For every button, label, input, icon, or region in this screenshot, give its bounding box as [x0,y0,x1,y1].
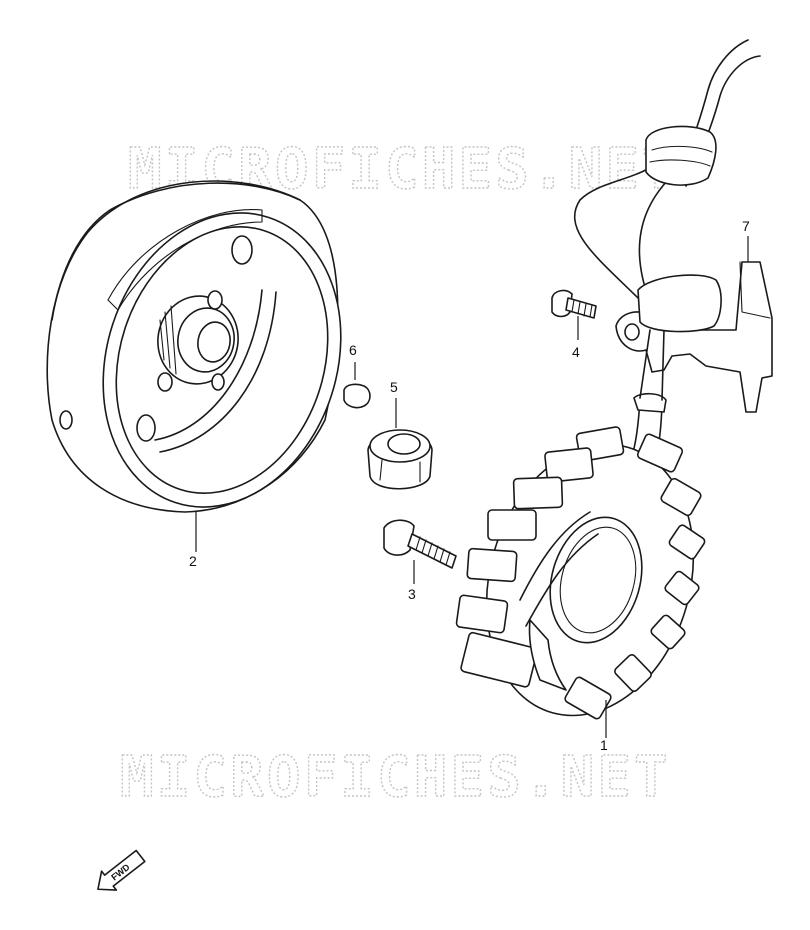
callout-7: 7 [742,218,750,234]
callout-4: 4 [572,344,580,360]
fwd-arrow-icon: FWD [97,849,146,891]
rotor-bolt-part[interactable]: 3 [383,519,457,602]
watermark-bottom: MICROFICHES.NET [120,745,671,810]
stator-part[interactable]: 1 [455,39,761,753]
rotor-nut-part[interactable]: 5 [367,379,433,490]
callout-6: 6 [349,342,357,358]
callout-1: 1 [600,737,608,753]
bracket-screw-part[interactable]: 4 [551,289,597,360]
callout-2: 2 [189,553,197,569]
rotor-part[interactable]: 2 [46,180,378,569]
callout-5: 5 [390,379,398,395]
lead-wire-clamp-part[interactable]: 7 [615,218,773,413]
callout-3: 3 [408,586,416,602]
woodruff-key-part[interactable]: 6 [343,342,371,409]
